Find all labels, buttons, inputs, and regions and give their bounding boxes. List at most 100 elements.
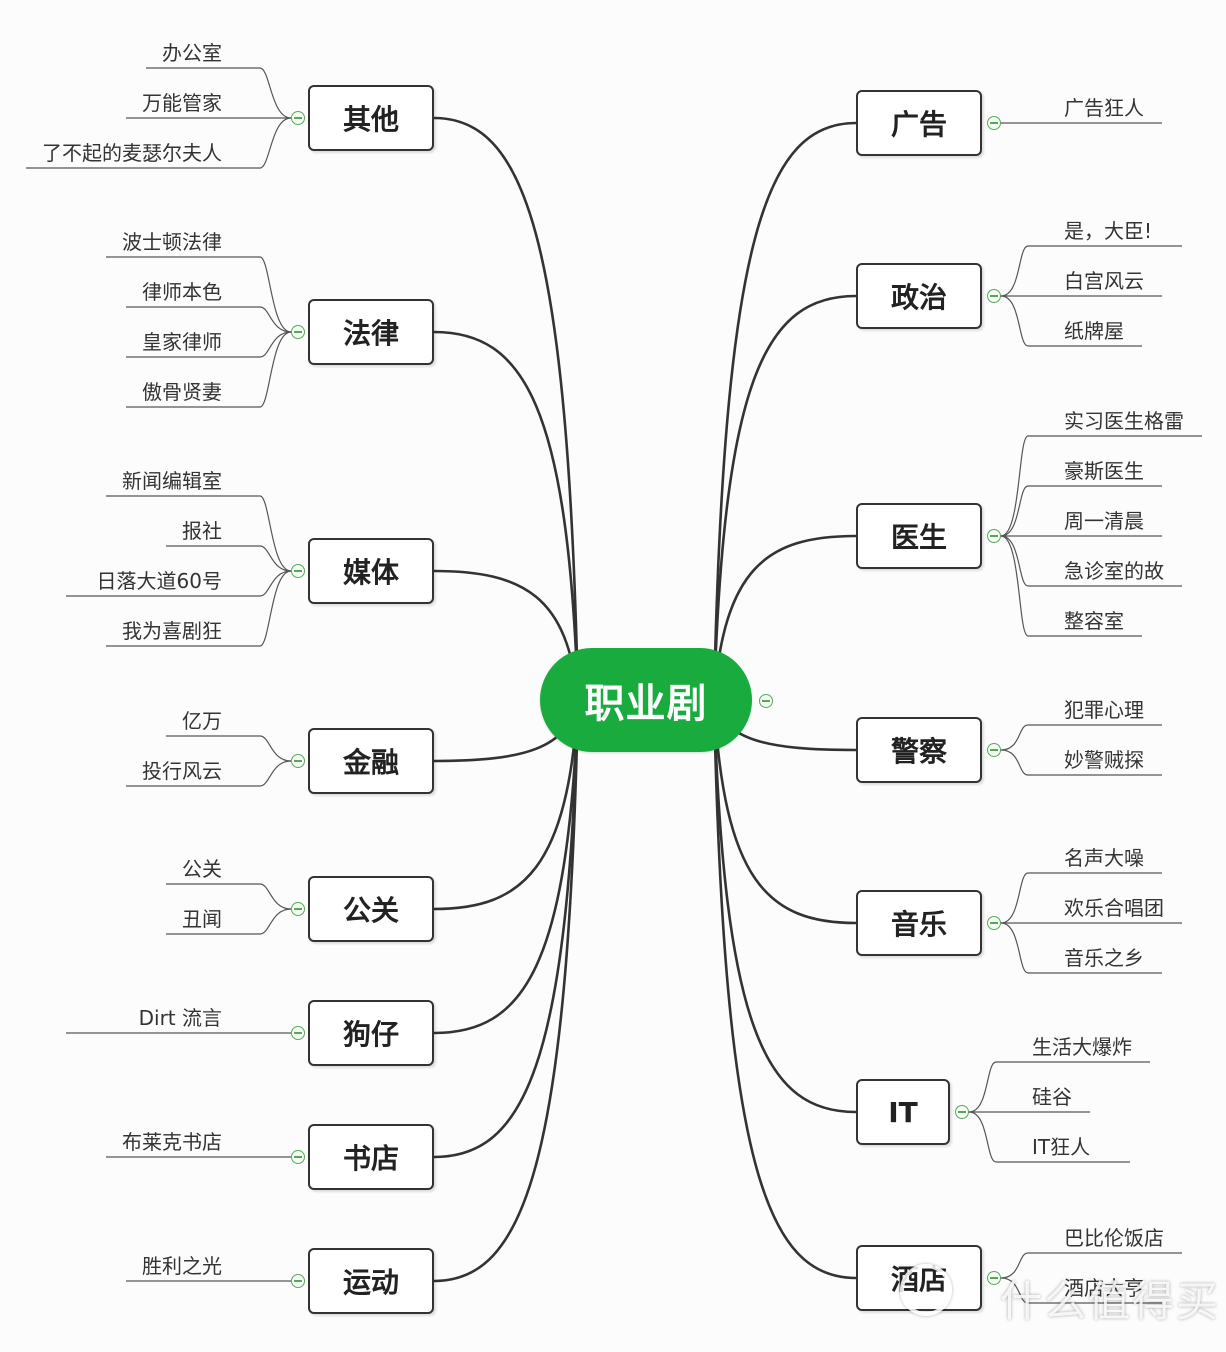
- collapse-toggle[interactable]: [291, 754, 305, 768]
- leaf-topic[interactable]: 欢乐合唱团: [1064, 896, 1164, 920]
- leaf-connector: [1000, 872, 1029, 924]
- leaf-topic[interactable]: 整容室: [1064, 609, 1124, 633]
- leaf-topic[interactable]: 名声大噪: [1064, 846, 1144, 870]
- edge-center-to-right-0: [712, 121, 857, 701]
- collapse-toggle[interactable]: [291, 1150, 305, 1164]
- leaf-topic[interactable]: 新闻编辑室: [122, 469, 222, 493]
- leaf-connector: [1000, 1252, 1029, 1279]
- category-label: 运动: [342, 1266, 399, 1299]
- leaf-connector: [1000, 245, 1029, 297]
- leaf-topic[interactable]: 音乐之乡: [1064, 946, 1144, 970]
- leaf-topic[interactable]: 报社: [182, 519, 222, 543]
- leaf-topic[interactable]: 公关: [182, 857, 222, 881]
- leaf-topic[interactable]: 万能管家: [142, 91, 222, 115]
- leaf-connector: [1000, 724, 1029, 751]
- leaf-connector: [1000, 535, 1029, 637]
- leaf-topic[interactable]: 妙警贼探: [1064, 748, 1144, 772]
- leaf-connector: [259, 760, 292, 787]
- leaf-topic[interactable]: 了不起的麦瑟尔夫人: [42, 141, 222, 165]
- category-node[interactable]: 警察: [856, 717, 982, 783]
- category-label: 政治: [890, 281, 947, 314]
- center-collapse-toggle[interactable]: [759, 694, 773, 708]
- leaf-topic[interactable]: 投行风云: [142, 759, 222, 783]
- leaf-topic[interactable]: 周一清晨: [1064, 509, 1144, 533]
- leaf-connector: [259, 117, 292, 169]
- category-node[interactable]: 政治: [856, 263, 982, 329]
- leaf-topic[interactable]: 布莱克书店: [122, 1130, 222, 1154]
- category-node[interactable]: 金融: [308, 728, 434, 794]
- leaf-topic[interactable]: 广告狂人: [1064, 96, 1144, 120]
- collapse-toggle[interactable]: [291, 325, 305, 339]
- collapse-toggle[interactable]: [987, 529, 1001, 543]
- leaf-topic[interactable]: 白宫风云: [1064, 269, 1144, 293]
- leaf-topic[interactable]: 酒店大亨: [1064, 1276, 1144, 1300]
- category-node[interactable]: 媒体: [308, 538, 434, 604]
- leaf-connector: [1000, 922, 1029, 974]
- category-label: 广告: [890, 108, 947, 141]
- leaf-topic[interactable]: 亿万: [182, 709, 222, 733]
- leaf-connector: [1000, 485, 1029, 537]
- leaf-connector: [1000, 295, 1029, 347]
- category-label: 医生: [890, 521, 947, 554]
- leaf-connector: [259, 256, 292, 333]
- category-node[interactable]: IT: [856, 1079, 950, 1145]
- leaf-connector: [259, 495, 292, 572]
- edge-center-to-right-6: [712, 699, 857, 1280]
- leaf-topic[interactable]: 波士顿法律: [122, 230, 222, 254]
- leaf-topic[interactable]: 急诊室的故: [1064, 559, 1164, 583]
- leaf-topic[interactable]: 办公室: [162, 41, 222, 65]
- category-node[interactable]: 公关: [308, 876, 434, 942]
- leaf-connector: [259, 306, 292, 333]
- leaf-topic[interactable]: 巴比伦饭店: [1064, 1226, 1164, 1250]
- collapse-toggle[interactable]: [955, 1105, 969, 1119]
- leaf-topic[interactable]: 硅谷: [1032, 1085, 1072, 1109]
- category-node[interactable]: 法律: [308, 299, 434, 365]
- category-node[interactable]: 书店: [308, 1124, 434, 1190]
- leaf-topic[interactable]: Dirt 流言: [138, 1006, 222, 1030]
- watermark: 什么值得买: [1000, 1277, 1221, 1326]
- leaf-topic[interactable]: 胜利之光: [142, 1254, 222, 1278]
- leaf-topic[interactable]: 律师本色: [142, 280, 222, 304]
- leaf-topic[interactable]: 丑闻: [182, 907, 222, 931]
- collapse-toggle[interactable]: [291, 1274, 305, 1288]
- collapse-toggle[interactable]: [291, 111, 305, 125]
- category-node[interactable]: 狗仔: [308, 1000, 434, 1066]
- leaf-connector: [968, 1061, 997, 1113]
- leaf-topic[interactable]: 皇家律师: [142, 330, 222, 354]
- leaf-topic[interactable]: 傲骨贤妻: [142, 380, 222, 404]
- collapse-toggle[interactable]: [291, 1026, 305, 1040]
- leaf-connector: [1000, 535, 1029, 587]
- leaf-topic[interactable]: 我为喜剧狂: [122, 619, 222, 643]
- category-node[interactable]: 其他: [308, 85, 434, 151]
- leaf-topic[interactable]: 犯罪心理: [1064, 698, 1144, 722]
- leaf-topic[interactable]: 日落大道60号: [96, 569, 222, 593]
- category-node[interactable]: 音乐: [856, 890, 982, 956]
- edge-center-to-0: [433, 116, 580, 701]
- central-topic[interactable]: 职业剧: [540, 648, 752, 752]
- leaf-topic[interactable]: 豪斯医生: [1064, 459, 1144, 483]
- leaf-topic[interactable]: 纸牌屋: [1064, 319, 1124, 343]
- category-node[interactable]: 运动: [308, 1248, 434, 1314]
- leaf-topic[interactable]: 是，大臣!: [1064, 219, 1153, 243]
- edge-center-to-7: [433, 699, 580, 1283]
- leaf-connector: [259, 331, 292, 408]
- collapse-toggle[interactable]: [987, 289, 1001, 303]
- category-label: 媒体: [342, 556, 399, 589]
- edge-center-to-1: [433, 330, 580, 701]
- leaf-connector: [259, 883, 292, 910]
- leaf-topic[interactable]: 生活大爆炸: [1032, 1035, 1132, 1059]
- category-node[interactable]: 广告: [856, 90, 982, 156]
- edge-center-to-right-5: [712, 699, 857, 1114]
- category-label: 音乐: [890, 908, 947, 941]
- collapse-toggle[interactable]: [291, 564, 305, 578]
- collapse-toggle[interactable]: [987, 743, 1001, 757]
- leaf-topic[interactable]: 实习医生格雷: [1064, 409, 1184, 433]
- category-node[interactable]: 医生: [856, 503, 982, 569]
- collapse-toggle[interactable]: [987, 1271, 1001, 1285]
- collapse-toggle[interactable]: [987, 116, 1001, 130]
- collapse-toggle[interactable]: [291, 902, 305, 916]
- collapse-toggle[interactable]: [987, 916, 1001, 930]
- leaf-topic[interactable]: IT狂人: [1032, 1135, 1091, 1159]
